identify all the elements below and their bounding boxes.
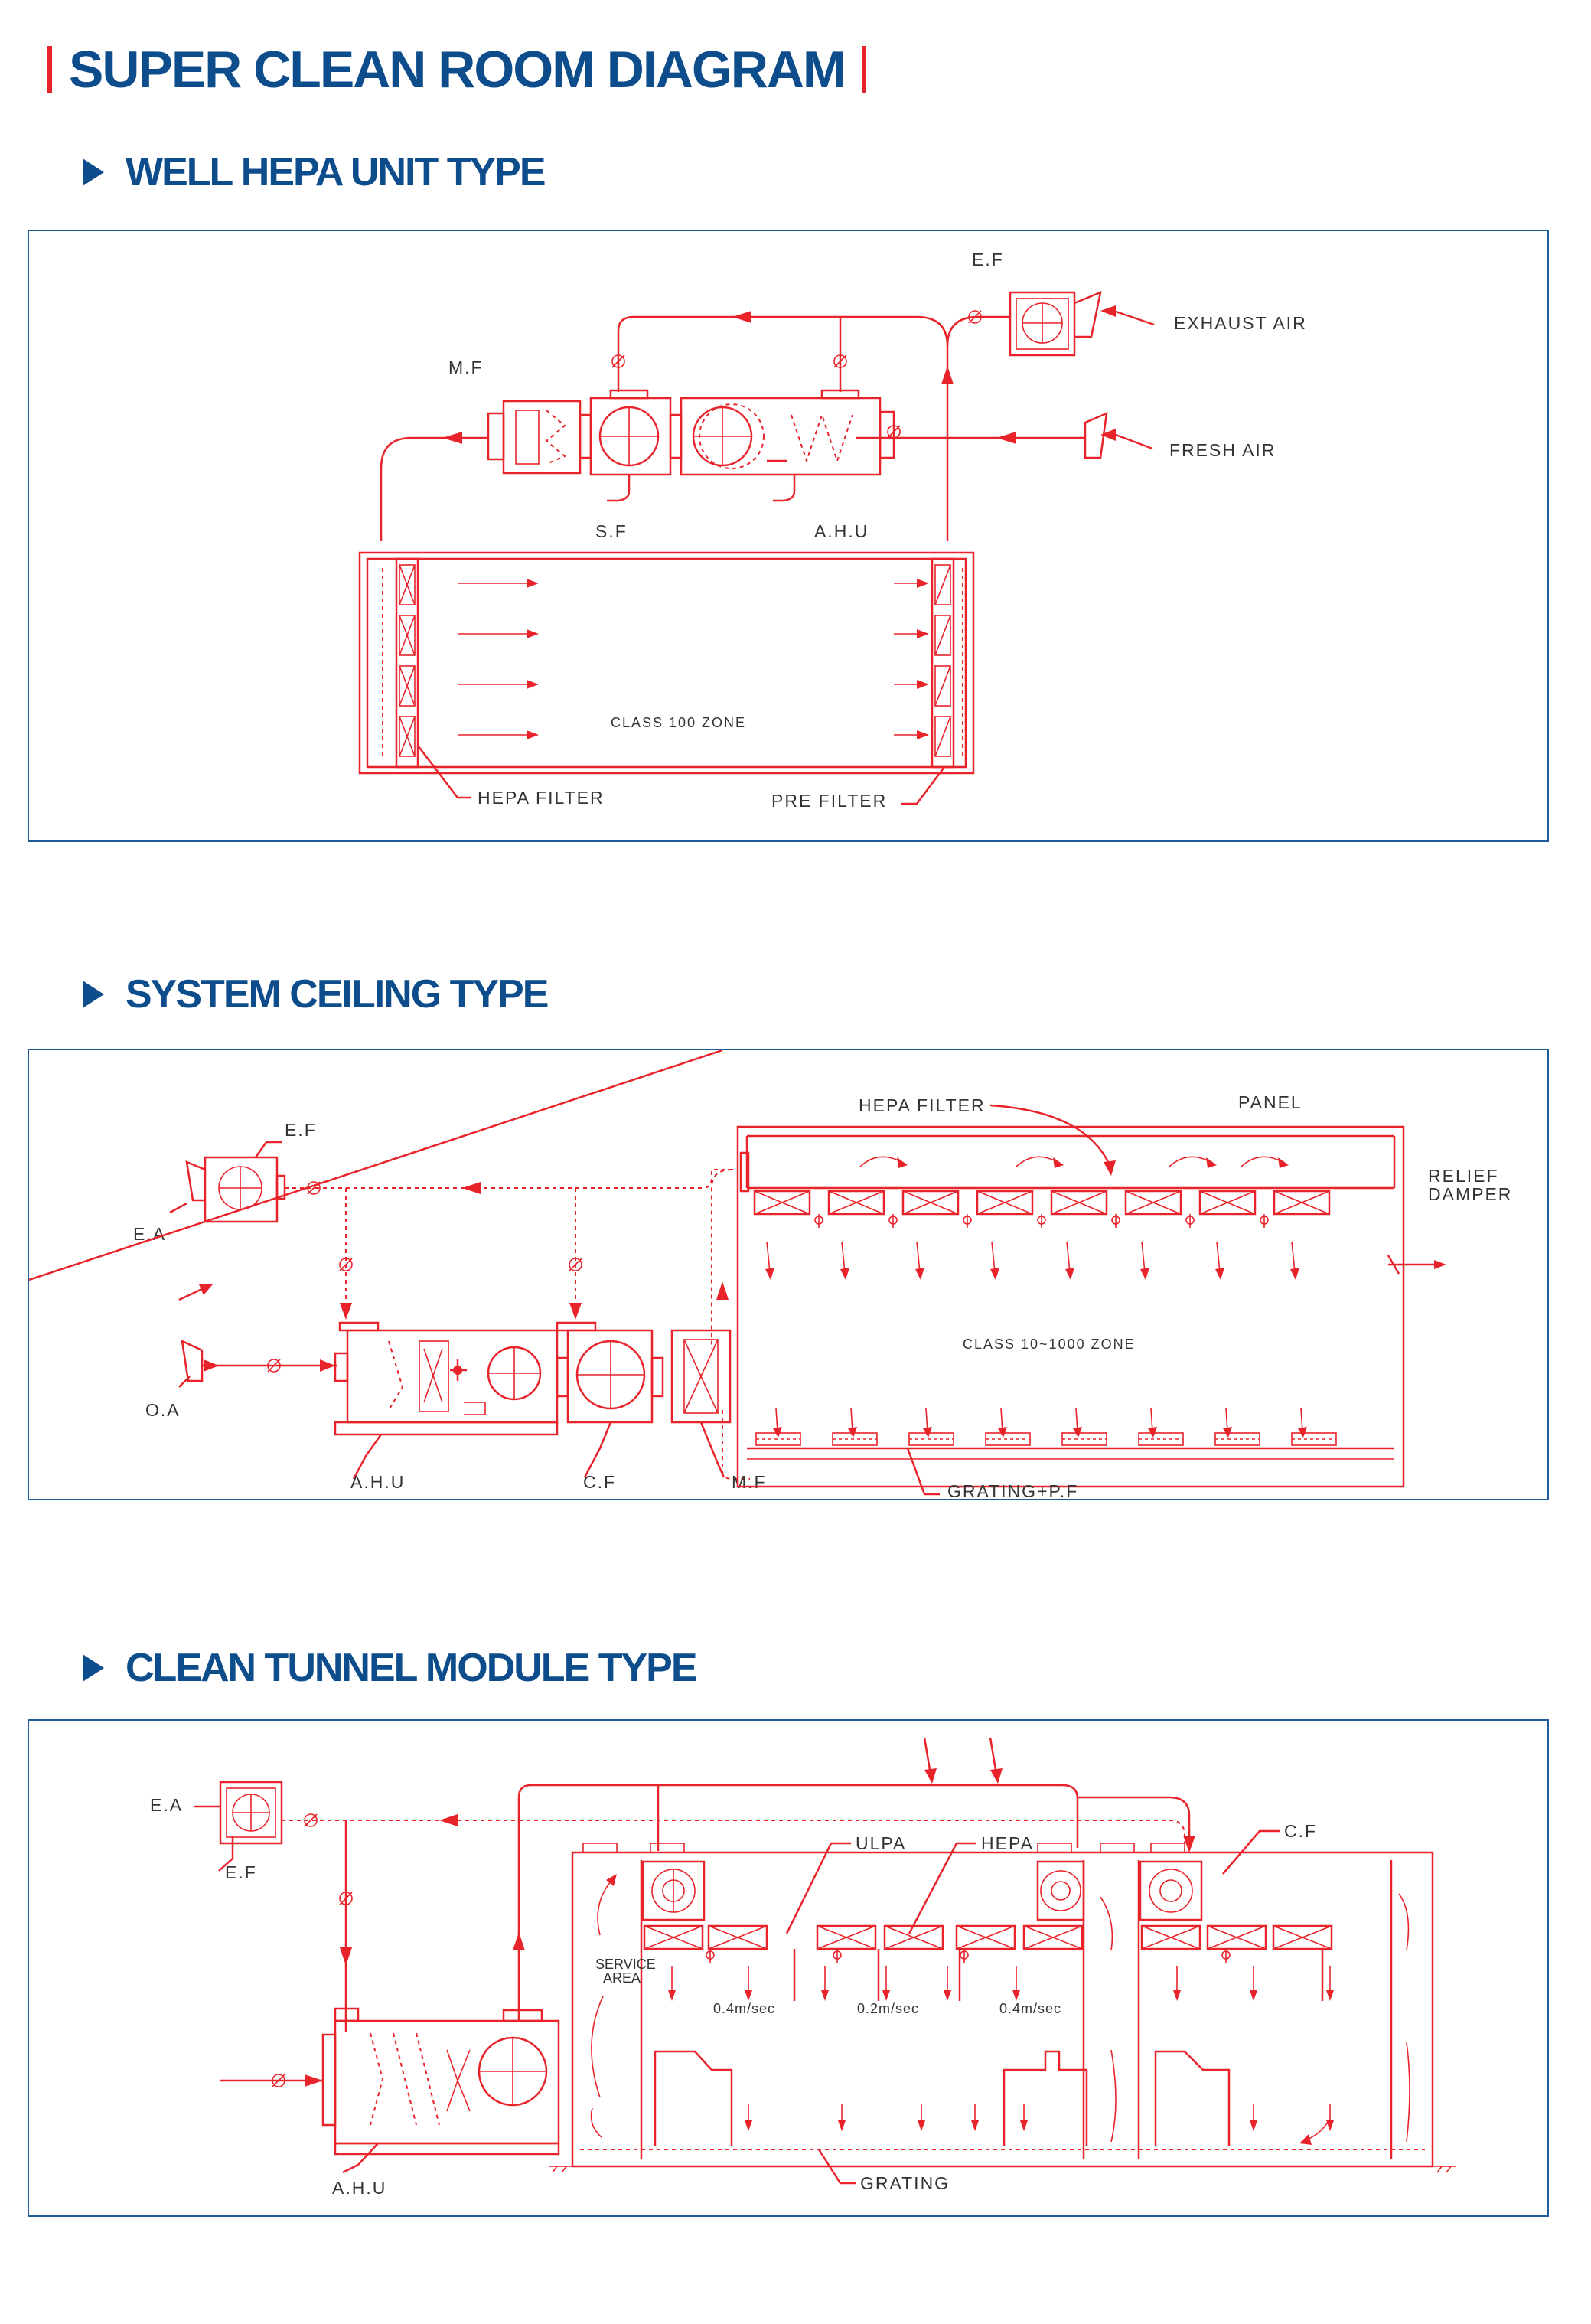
label-ef: E.F [972,250,1004,269]
air-handling-unit [334,1321,559,1436]
label-velocity-3: 0.4m/sec [999,2001,1061,2016]
supply-duct [380,436,488,541]
label-area: AREA [603,1970,641,1986]
hepa-filter-row [753,1190,1331,1228]
diagram-well-hepa-unit: E.F EXHAUST AIR FRESH AIR M.F S.F [28,230,1549,842]
tunnel-downflow-arrows [668,1966,1334,2131]
label-velocity-1: 0.4m/sec [713,2001,775,2016]
downflow-arrows [765,1241,1307,1438]
label-damper: DAMPER [1428,1184,1512,1204]
clean-tunnel-room [549,1851,1456,2173]
air-handling-unit [321,2007,560,2156]
vertical-bar-icon [47,46,52,93]
label-fresh-air: FRESH AIR [1169,440,1276,460]
label-exhaust-air: EXHAUST AIR [1174,313,1307,333]
label-mf: M.F [448,357,484,377]
section-title-text: CLEAN TUNNEL MODULE TYPE [126,1646,698,1690]
label-ef: E.F [225,1862,257,1882]
main-filter-unit [670,1329,732,1424]
main-filter-unit [487,400,582,475]
label-cf: C.F [1284,1821,1317,1841]
label-grating: GRATING [860,2173,950,2193]
label-class-100-zone: CLASS 100 ZONE [611,715,746,730]
section-title-clean-tunnel: CLEAN TUNNEL MODULE TYPE [83,1641,698,1695]
label-class-10-1000-zone: CLASS 10~1000 ZONE [963,1337,1136,1352]
supply-fan-unit [579,389,683,476]
triangle-right-icon [83,1654,104,1682]
label-ef: E.F [285,1120,317,1140]
label-relief: RELIEF [1428,1166,1499,1186]
relief-damper-icon [1387,1255,1446,1275]
diagram-clean-tunnel-module: E.A E.F A.H.U [28,1719,1549,2217]
page-title-text: SUPER CLEAN ROOM DIAGRAM [69,41,846,99]
air-handling-unit [680,389,895,476]
label-ea: E.A [150,1795,183,1815]
circulation-fan-icon [641,1860,1203,1921]
label-pre-filter: PRE FILTER [771,791,887,811]
section-title-system-ceiling: SYSTEM CEILING TYPE [83,968,549,1021]
ulpa-hepa-filter-row [643,1924,1333,2001]
clean-room-class-100 [358,551,975,775]
triangle-right-icon [83,158,104,186]
label-oa: O.A [145,1400,181,1420]
label-hepa: HEPA [981,1833,1034,1853]
clean-room-class-10-1000 [736,1125,1405,1488]
label-panel: PANEL [1238,1092,1302,1112]
section-title-well-hepa: WELL HEPA UNIT TYPE [83,145,546,199]
airflow-arrows [458,579,929,739]
circulation-fan-unit [556,1321,664,1424]
label-service: SERVICE [595,1957,656,1972]
label-hepa-filter: HEPA FILTER [478,788,605,808]
vertical-bar-icon [861,46,866,93]
triangle-right-icon [83,981,104,1008]
section-title-text: SYSTEM CEILING TYPE [126,972,549,1017]
exhaust-fan-icon [219,1781,283,1845]
section-title-text: WELL HEPA UNIT TYPE [126,150,546,194]
label-velocity-2: 0.2m/sec [857,2001,919,2016]
grating-row [755,1432,1337,1446]
label-grating-pf: GRATING+P.F [947,1481,1078,1499]
label-cf: C.F [583,1472,616,1492]
label-ahu: A.H.U [350,1472,405,1492]
label-ahu: A.H.U [814,521,869,541]
exhaust-fan-icon [1009,290,1102,357]
process-equipment [654,2050,1231,2146]
label-hepa-filter: HEPA FILTER [859,1095,986,1115]
label-sf: S.F [595,521,628,541]
label-ahu: A.H.U [332,2178,386,2198]
diagram-system-ceiling: E.F E.A O.A A.H.U [28,1049,1549,1500]
page-title: SUPER CLEAN ROOM DIAGRAM [47,35,866,104]
label-ulpa: ULPA [856,1833,906,1853]
